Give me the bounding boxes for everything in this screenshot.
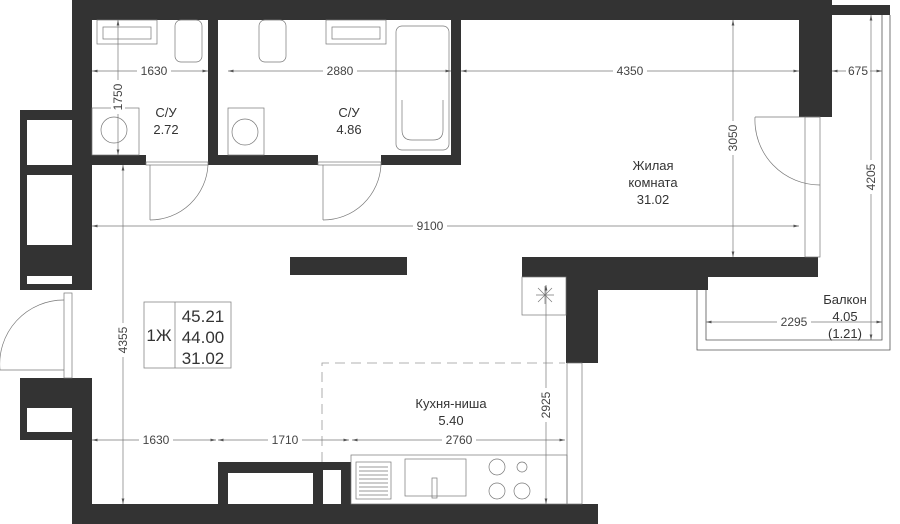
bath1-name: С/У [155, 105, 177, 120]
apartment-type: 1Ж [146, 326, 171, 345]
dim-1710: 1710 [272, 433, 299, 447]
dim-1630-top: 1630 [141, 64, 168, 78]
living-area: 31.02 [637, 192, 670, 207]
kitchen-area: 5.40 [438, 413, 463, 428]
dimension-labels: 1630 1750 2880 4350 675 3050 4205 9100 2… [111, 64, 878, 447]
dim-1750: 1750 [111, 83, 125, 110]
dim-3050: 3050 [726, 124, 740, 151]
bath2-name: С/У [338, 105, 360, 120]
dim-2925: 2925 [539, 391, 553, 418]
sink-icon [404, 458, 467, 497]
dim-4355: 4355 [116, 326, 130, 353]
dim-1630-bottom: 1630 [143, 433, 170, 447]
dim-2880: 2880 [327, 64, 354, 78]
walls [20, 0, 890, 524]
hob-icon [488, 458, 506, 476]
kitchen-name: Кухня-ниша [415, 396, 487, 411]
dim-9100: 9100 [417, 219, 444, 233]
room-labels: С/У 2.72 С/У 4.86 Жилая комната 31.02 Ку… [153, 105, 866, 428]
bath2-area: 4.86 [336, 122, 361, 137]
area-without-balcony: 44.00 [182, 328, 225, 347]
living-area-summary: 31.02 [182, 349, 225, 368]
kitchen-zone-boundary [321, 362, 565, 462]
total-area: 45.21 [182, 307, 225, 326]
dishwasher-icon [355, 461, 392, 500]
apartment-summary: 1Ж 45.21 44.00 31.02 [143, 301, 232, 369]
dim-4350: 4350 [617, 64, 644, 78]
dim-4205: 4205 [864, 163, 878, 190]
dim-2295: 2295 [781, 315, 808, 329]
doors-windows [0, 116, 821, 505]
living-name-1: Жилая [632, 158, 673, 173]
fixtures [91, 19, 568, 505]
balcony [696, 15, 891, 351]
balcony-name: Балкон [823, 292, 867, 307]
dim-2760: 2760 [446, 433, 473, 447]
bath1-area: 2.72 [153, 122, 178, 137]
dim-675: 675 [848, 64, 868, 78]
living-name-2: комната [628, 175, 678, 190]
balcony-reduced-area: (1.21) [828, 326, 862, 341]
ventilation-icon [536, 286, 554, 304]
balcony-area: 4.05 [832, 309, 857, 324]
